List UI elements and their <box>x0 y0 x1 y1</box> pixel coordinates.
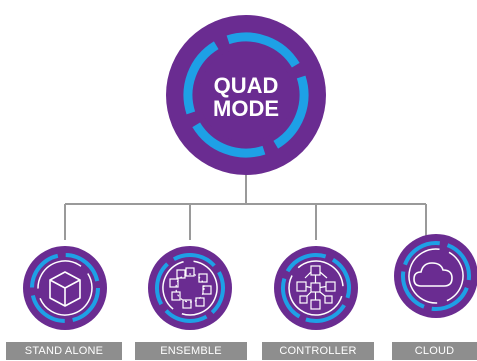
mode-label-cloud: CLOUD <box>392 342 477 360</box>
node-white-ring <box>408 248 464 304</box>
node-disc <box>148 246 232 330</box>
cube-network-icon <box>296 265 336 310</box>
mode-label-controller: CONTROLLER <box>262 342 374 360</box>
quad-mode-hub: QUAD MODE <box>166 15 326 175</box>
node-disc <box>274 246 358 330</box>
mode-label-stand-alone: STAND ALONE <box>6 342 122 360</box>
node-white-ring <box>37 260 93 316</box>
mode-node-cloud[interactable] <box>394 234 477 319</box>
hub-inner-disc <box>199 48 293 142</box>
mode-node-controller[interactable] <box>271 243 361 333</box>
node-cyan-ring <box>30 253 100 323</box>
node-cyan-ring <box>155 253 225 323</box>
node-white-ring <box>162 260 218 316</box>
cloud-icon <box>413 262 453 287</box>
mode-node-stand-alone[interactable] <box>23 246 107 330</box>
node-cyan-ring <box>281 253 351 323</box>
cube-ring-icon <box>169 267 212 309</box>
hub-cyan-ring <box>183 32 309 158</box>
node-cyan-ring <box>400 241 471 311</box>
node-white-ring <box>288 260 344 316</box>
mode-node-ensemble[interactable] <box>145 243 235 333</box>
hub-title-line1: QUAD <box>214 73 279 98</box>
node-disc <box>394 234 477 318</box>
mode-label-ensemble: ENSEMBLE <box>135 342 247 360</box>
hub-title-line2: MODE <box>213 96 279 121</box>
connector-lines <box>64 170 427 240</box>
cube-icon <box>49 271 81 307</box>
